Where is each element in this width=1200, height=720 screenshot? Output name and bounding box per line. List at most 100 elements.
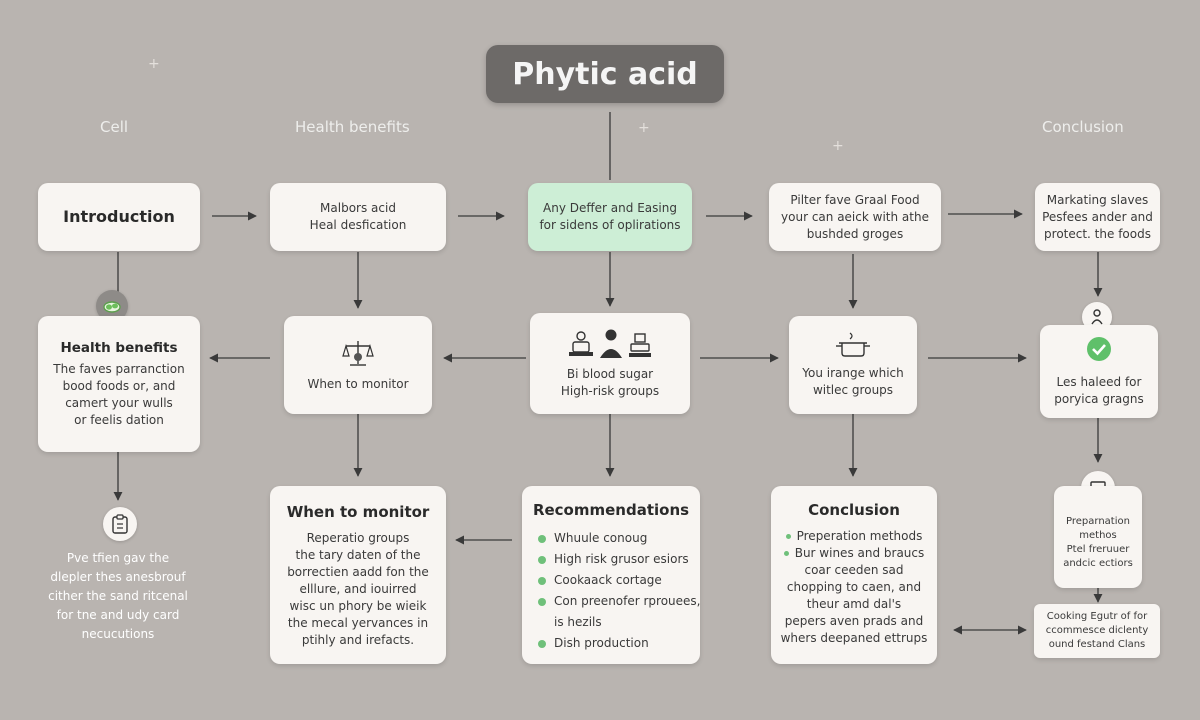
bullet-icon [538, 639, 546, 648]
node-heading: When to monitor [286, 503, 430, 521]
free-text-block: Pve tfien gav the dlepler thes anesbrouf… [30, 549, 206, 644]
node-text: camert your wulls [65, 396, 173, 410]
node-text: Any Deffer and Easing [543, 201, 677, 215]
node-conclusion[interactable]: Conclusion Preperation methods Bur wines… [771, 486, 937, 664]
people-icon [569, 329, 651, 358]
node-text: chopping to caen, and [786, 580, 922, 594]
list-item-text: Preperation methods [796, 529, 923, 543]
node-text: witlec groups [812, 383, 894, 397]
node-text: Heal desfication [309, 218, 407, 232]
node-text: protect. the foods [1044, 226, 1151, 241]
list-item: Whuule conoug [538, 528, 701, 549]
node-les-haleed[interactable]: Les haleed for poryica gragns [1040, 325, 1158, 418]
node-text: your can aeick with athe [781, 209, 929, 224]
free-text-line: cither the sand ritcenal [48, 589, 188, 603]
node-text: Markating slaves [1046, 192, 1149, 207]
node-text: When to monitor [307, 376, 409, 391]
list-item-text: is hezils [554, 615, 602, 629]
node-text: methos [1079, 530, 1117, 541]
node-text: Les haleed for [1056, 374, 1142, 389]
bullet-icon [785, 534, 791, 539]
list-item-text: Whuule conoug [554, 531, 648, 545]
list-item: Bur wines and braucs [783, 545, 925, 562]
node-text: High-risk groups [560, 383, 660, 398]
node-text: The faves parranction [53, 362, 185, 376]
node-heading: Health benefits [60, 340, 178, 356]
free-text-line: necucutions [81, 627, 155, 641]
node-introduction[interactable]: Introduction [38, 183, 200, 251]
free-text-line: Pve tfien gav the [66, 551, 170, 565]
node-text: bushded groges [806, 226, 904, 241]
node-text: ccommesce diclenty [1045, 625, 1149, 636]
list-item-text: Dish production [554, 636, 649, 650]
node-markating[interactable]: Markating slaves Pesfees ander and prote… [1035, 183, 1160, 251]
node-any-deffer[interactable]: Any Deffer and Easing for sidens of opli… [528, 183, 692, 251]
node-recommendations[interactable]: Recommendations Whuule conoug High risk … [522, 486, 701, 664]
node-text: Malbors acid [320, 201, 396, 215]
node-text: Ptel freruuer [1066, 544, 1130, 555]
node-blood-sugar[interactable]: Bi blood sugar High-risk groups [530, 313, 690, 414]
node-preparation[interactable]: Preparnation methos Ptel freruuer andcic… [1054, 486, 1142, 588]
list-item-text: Cookaack cortage [554, 573, 662, 587]
node-malbors-acid[interactable]: Malbors acid Heal desfication [270, 183, 446, 251]
diagram-title: Phytic acid [486, 45, 724, 103]
list-item: Cookaack cortage [538, 570, 701, 591]
node-text: andcic ectiors [1063, 558, 1133, 569]
node-text: ound festand Clans [1048, 639, 1146, 650]
bullet-icon [783, 551, 789, 556]
list-item-text: Con preenofer rprouees, [554, 594, 701, 608]
bullet-icon [538, 576, 546, 585]
node-you-irange[interactable]: You irange which witlec groups [789, 316, 917, 414]
pot-icon [836, 332, 870, 357]
node-text: Pesfees ander and [1042, 209, 1153, 224]
scale-icon [342, 340, 374, 366]
column-label-health-benefits: Health benefits [295, 118, 410, 136]
node-label: Introduction [63, 207, 175, 226]
node-text: Pilter fave Graal Food [790, 192, 920, 207]
list-item-sub: is hezils [538, 612, 701, 633]
node-cooking[interactable]: Cooking Egutr of for ccommesce diclenty … [1034, 604, 1160, 658]
list-item: Dish production [538, 633, 701, 654]
list-item: Preperation methods [785, 528, 923, 545]
node-text: borrectien aadd fon the [287, 565, 429, 579]
bullet-icon [538, 534, 546, 543]
node-when-to-monitor-small[interactable]: When to monitor [284, 316, 432, 414]
column-label-conclusion: Conclusion [1042, 118, 1124, 136]
sparkle-icon: + [832, 138, 844, 154]
node-text: Preparnation [1066, 516, 1130, 527]
node-text: for sidens of oplirations [539, 218, 681, 232]
node-text: pepers aven prads and [784, 614, 924, 628]
node-text: elllure, and iouirred [299, 582, 417, 596]
node-health-benefits[interactable]: Health benefits The faves parranction bo… [38, 316, 200, 452]
bullet-icon [538, 555, 546, 564]
node-heading: Recommendations [532, 501, 690, 519]
node-text: bood foods or, and [62, 379, 176, 393]
node-heading: Conclusion [808, 501, 900, 519]
node-text: You irange which [802, 366, 904, 380]
list-item: Con preenofer rprouees, [538, 591, 701, 612]
free-text-line: dlepler thes anesbrouf [50, 570, 186, 584]
column-label-cell: Cell [100, 118, 129, 136]
node-text: the mecal yervances in [287, 616, 429, 630]
sparkle-icon: + [638, 120, 650, 136]
node-text: or feelis dation [74, 413, 164, 427]
sparkle-icon: + [148, 56, 160, 72]
bullet-icon [538, 597, 546, 606]
node-text: the tary daten of the [295, 548, 421, 562]
node-text: poryica gragns [1054, 391, 1144, 406]
list-item-text: Bur wines and braucs [794, 546, 925, 560]
node-text: theur amd dal's [806, 597, 902, 611]
clipboard-icon [103, 507, 137, 541]
node-text: Reperatio groups [306, 531, 410, 545]
node-text: Bi blood sugar [566, 366, 654, 381]
node-pilter[interactable]: Pilter fave Graal Food your can aeick wi… [769, 183, 941, 251]
node-text: coar ceeden sad [804, 563, 904, 577]
list-item: High risk grusor esiors [538, 549, 701, 570]
list-item-text: High risk grusor esiors [554, 552, 689, 566]
node-text: whers deepaned ettrups [780, 631, 928, 645]
node-when-to-monitor[interactable]: When to monitor Reperatio groups the tar… [270, 486, 446, 664]
node-text: Cooking Egutr of for [1046, 611, 1148, 622]
check-circle-icon [1087, 336, 1111, 361]
node-text: wisc un phory be wieik [289, 599, 427, 613]
